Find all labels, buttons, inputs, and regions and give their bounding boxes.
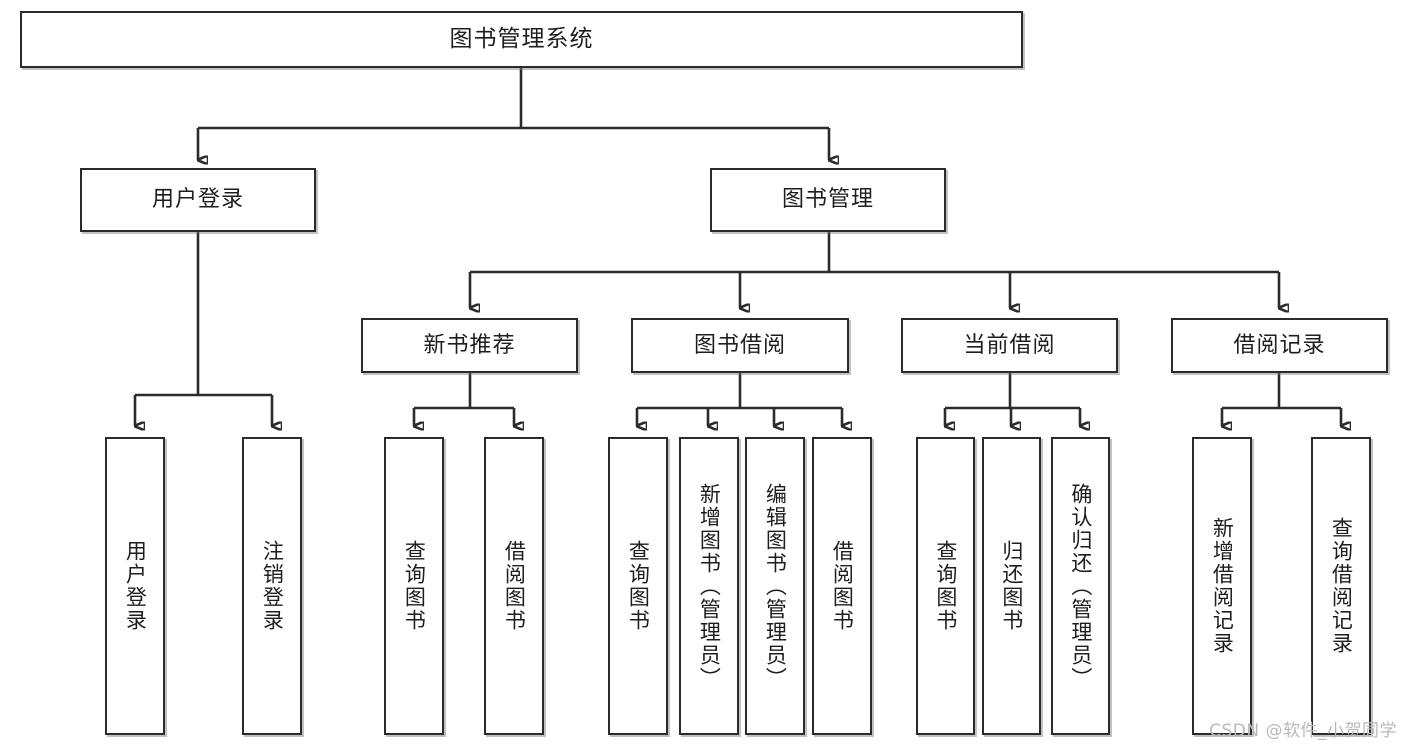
node-label: 图书管理 <box>781 187 874 213</box>
node-label: 借阅记录 <box>1233 332 1326 358</box>
node-label: 查询图书 <box>933 540 958 632</box>
node-label: 新增借阅记录 <box>1210 517 1235 655</box>
node-label: 归还图书 <box>999 540 1024 632</box>
node-label: 注销登录 <box>260 540 285 632</box>
node-label: 编辑图书（管理员） <box>763 482 788 690</box>
leaf-confirm-return-admin[interactable]: 确认归还（管理员） <box>1051 437 1110 735</box>
node-book-borrow[interactable]: 图书借阅 <box>631 318 849 373</box>
node-borrow-record[interactable]: 借阅记录 <box>1171 318 1388 373</box>
node-label: 用户登录 <box>123 540 148 632</box>
node-label: 新增图书（管理员） <box>697 482 722 690</box>
leaf-borrow-book[interactable]: 借阅图书 <box>812 437 872 735</box>
leaf-query-book-current[interactable]: 查询图书 <box>916 437 975 735</box>
leaf-user-login[interactable]: 用户登录 <box>105 437 165 735</box>
node-book-management[interactable]: 图书管理 <box>710 168 946 232</box>
node-label: 查询图书 <box>402 540 427 632</box>
node-label: 确认归还（管理员） <box>1068 482 1093 690</box>
node-label: 当前借阅 <box>963 332 1056 358</box>
leaf-query-book-borrow[interactable]: 查询图书 <box>608 437 668 735</box>
leaf-edit-book-admin[interactable]: 编辑图书（管理员） <box>745 437 805 735</box>
leaf-query-book-recommend[interactable]: 查询图书 <box>384 437 444 735</box>
watermark-credit: CSDN @软件_小贺同学 <box>1209 721 1397 741</box>
node-new-book-recommend[interactable]: 新书推荐 <box>361 318 578 373</box>
node-label: 新书推荐 <box>423 332 516 358</box>
node-label: 借阅图书 <box>502 540 527 632</box>
node-label: 查询图书 <box>626 540 651 632</box>
leaf-add-borrow-record[interactable]: 新增借阅记录 <box>1192 437 1252 735</box>
node-label: 查询借阅记录 <box>1329 517 1354 655</box>
node-label: 用户登录 <box>151 187 244 213</box>
leaf-add-book-admin[interactable]: 新增图书（管理员） <box>679 437 739 735</box>
node-current-borrow[interactable]: 当前借阅 <box>901 318 1118 373</box>
node-label: 借阅图书 <box>830 540 855 632</box>
leaf-logout[interactable]: 注销登录 <box>242 437 302 735</box>
leaf-query-borrow-record[interactable]: 查询借阅记录 <box>1311 437 1371 735</box>
node-label: 图书借阅 <box>693 332 786 358</box>
leaf-return-book[interactable]: 归还图书 <box>982 437 1041 735</box>
leaf-borrow-book-recommend[interactable]: 借阅图书 <box>484 437 544 735</box>
node-label: 图书管理系统 <box>449 26 594 53</box>
node-root-system[interactable]: 图书管理系统 <box>20 11 1023 68</box>
node-user-login[interactable]: 用户登录 <box>80 168 316 232</box>
